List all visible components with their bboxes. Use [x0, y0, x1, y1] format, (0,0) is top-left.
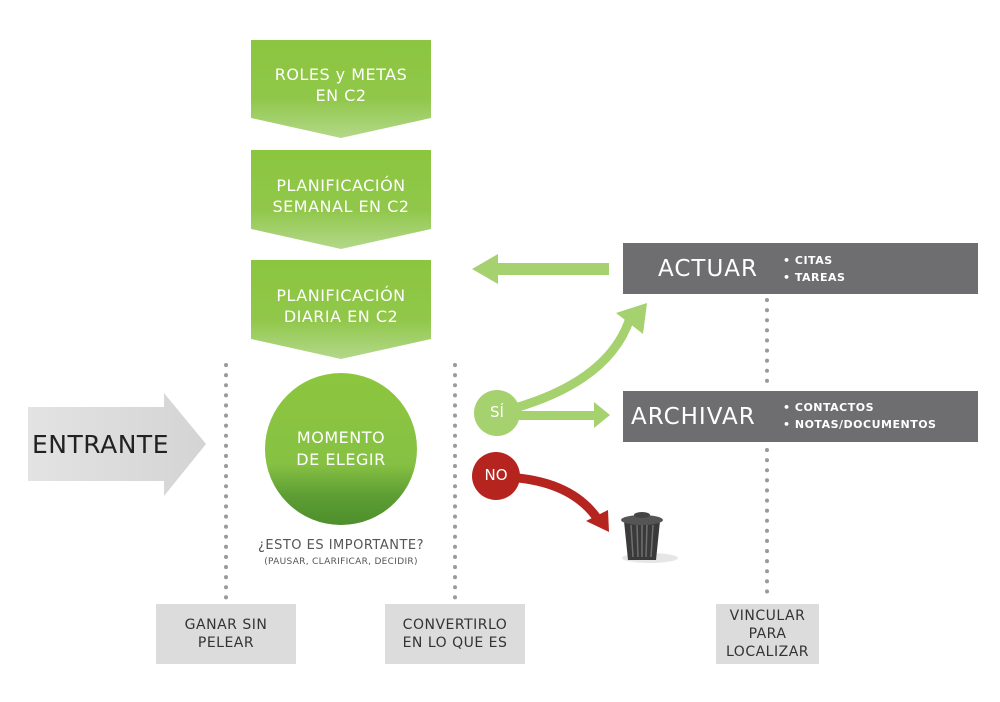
question-subtext: (PAUSAR, CLARIFICAR, DECIDIR): [264, 557, 418, 567]
incoming-label: ENTRANTE: [32, 430, 169, 459]
chevron-step-daily: [251, 260, 431, 359]
step-weekly-label: PLANIFICACIÓN SEMANAL EN C2: [251, 175, 431, 217]
archive-items: CONTACTOS NOTAS/DOCUMENTOS: [783, 399, 936, 433]
chevron-step-weekly: [251, 150, 431, 249]
step-roles-line1: ROLES y METAS: [274, 65, 408, 84]
incoming-arrow: [28, 393, 206, 496]
return-arrow-shaft: [495, 263, 609, 275]
step-roles-label: ROLES y METAS EN C2: [251, 64, 431, 106]
act-title: ACTUAR: [658, 256, 758, 282]
act-bar: ACTUAR CITAS TAREAS: [623, 243, 978, 294]
phase-box-convertir: CONVERTIRLO EN LO QUE ES: [385, 604, 525, 664]
trash-can-icon: [621, 512, 678, 563]
step-weekly-line2: SEMANAL EN C2: [272, 197, 410, 216]
question-text: ¿ESTO ES IMPORTANTE?: [257, 538, 425, 553]
act-item-citas: CITAS: [783, 252, 845, 269]
return-arrow-head: [472, 254, 498, 284]
step-daily-label: PLANIFICACIÓN DIARIA EN C2: [251, 285, 431, 327]
phase-box-ganar: GANAR SIN PELEAR: [156, 604, 296, 664]
step-daily-line1: PLANIFICACIÓN: [276, 286, 406, 305]
act-item-tareas: TAREAS: [783, 269, 845, 286]
decision-line1: MOMENTO: [296, 428, 386, 447]
phase-vincular-line3: LOCALIZAR: [726, 644, 809, 660]
archive-item-contactos: CONTACTOS: [783, 399, 936, 416]
yes-label: SÍ: [490, 403, 504, 421]
phase-vincular-line2: PARA: [748, 626, 787, 642]
decision-label: MOMENTO DE ELEGIR: [265, 427, 417, 471]
step-daily-line2: DIARIA EN C2: [283, 307, 399, 326]
phase-convertir-line1: CONVERTIRLO: [402, 617, 508, 633]
step-weekly-line1: PLANIFICACIÓN: [276, 176, 406, 195]
phase-ganar-line2: PELEAR: [197, 635, 255, 651]
yes-to-archive-arrowhead: [594, 402, 610, 428]
phase-vincular-line1: VINCULAR: [729, 608, 806, 624]
no-to-trash-arrowhead: [586, 510, 609, 532]
phase-box-vincular: VINCULAR PARA LOCALIZAR: [716, 604, 819, 664]
phase-ganar-line1: GANAR SIN: [184, 617, 268, 633]
yes-to-act-arrowhead: [616, 303, 647, 334]
yes-to-archive-shaft: [515, 411, 597, 420]
yes-circle: [474, 390, 520, 436]
step-roles-line2: EN C2: [315, 86, 367, 105]
yes-to-act-arrow: [513, 316, 635, 413]
archive-bar: ARCHIVAR CONTACTOS NOTAS/DOCUMENTOS: [623, 391, 978, 442]
archive-item-notas: NOTAS/DOCUMENTOS: [783, 416, 936, 433]
act-items: CITAS TAREAS: [783, 252, 845, 286]
no-label: NO: [484, 466, 508, 484]
decision-line2: DE ELEGIR: [296, 450, 386, 469]
chevron-step-roles: [251, 40, 431, 138]
decision-circle: [265, 373, 417, 525]
archive-title: ARCHIVAR: [631, 404, 756, 430]
no-circle: [472, 452, 520, 500]
phase-convertir-line2: EN LO QUE ES: [402, 635, 508, 651]
